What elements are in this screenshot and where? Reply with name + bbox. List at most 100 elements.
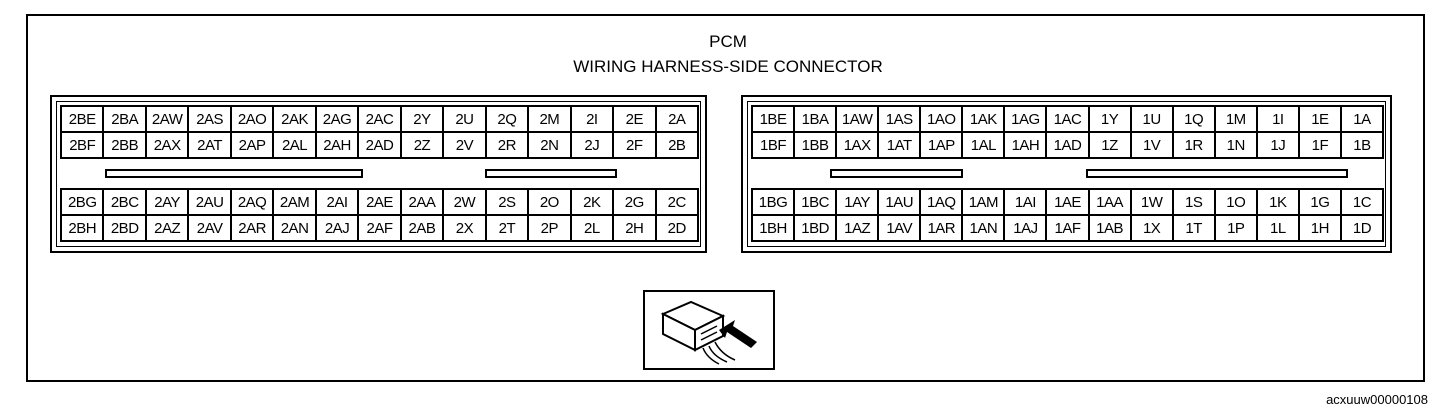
pin-cell: 1AC: [1047, 107, 1090, 133]
pin-cell: 1BF: [753, 133, 796, 159]
pin-cell: 1AF: [1047, 216, 1090, 242]
pin-cell: 1BD: [795, 216, 838, 242]
pin-cell: 2K: [571, 190, 615, 216]
diagram-subtitle: WIRING HARNESS-SIDE CONNECTOR: [573, 57, 883, 76]
connector-2-inner: [56, 101, 701, 247]
pin-cell: 2S: [486, 190, 530, 216]
pin-cell: 2AE: [359, 190, 402, 216]
pin-cell: 1P: [1215, 216, 1258, 242]
pin-cell: 1Y: [1089, 107, 1132, 133]
pin-cell: 2H: [614, 216, 657, 242]
pin-cell: 1AN: [963, 216, 1006, 242]
pin-cell: 2R: [486, 133, 530, 159]
pin-cell: 1AD: [1047, 133, 1090, 159]
pin-cell: 2AA: [401, 190, 445, 216]
pin-cell: 1AG: [1005, 107, 1048, 133]
pin-cell: 1AQ: [921, 190, 964, 216]
pin-cell: 1X: [1131, 216, 1174, 242]
pin-cell: 2AK: [274, 107, 317, 133]
pin-cell: 2AS: [189, 107, 232, 133]
pin-cell: 1AA: [1089, 190, 1132, 216]
pin-cell: 2BA: [104, 107, 147, 133]
pin-cell: 2Q: [486, 107, 530, 133]
pin-cell: 1BB: [795, 133, 838, 159]
pin-cell: 1AT: [879, 133, 922, 159]
pin-cell: 2AI: [316, 190, 360, 216]
pin-cell: 1V: [1131, 133, 1174, 159]
pin-cell: 1AK: [963, 107, 1006, 133]
pin-cell: 2AG: [316, 107, 360, 133]
pin-cell: 1BH: [753, 216, 796, 242]
pin-cell: 2AC: [359, 107, 402, 133]
pin-cell: 1N: [1215, 133, 1258, 159]
pin-cell: 2P: [529, 216, 572, 242]
pin-cell: 1F: [1299, 133, 1342, 159]
pin-cell: 2X: [444, 216, 487, 242]
pin-cell: 2AZ: [146, 216, 190, 242]
pin-cell: 2M: [529, 107, 572, 133]
pin-cell: 1T: [1173, 216, 1216, 242]
pin-cell: 2F: [614, 133, 657, 159]
pin-cell: 1Q: [1173, 107, 1216, 133]
pin-cell: 2AP: [231, 133, 275, 159]
pin-cell: 2J: [571, 133, 615, 159]
pin-cell: 1S: [1173, 190, 1216, 216]
pin-cell: 1R: [1173, 133, 1216, 159]
pin-cell: 1AU: [879, 190, 922, 216]
pin-cell: 1AO: [921, 107, 964, 133]
pin-cell: 1J: [1257, 133, 1300, 159]
pin-cell: 1AB: [1089, 216, 1132, 242]
pin-cell: 1BE: [753, 107, 796, 133]
connector-probe-icon: [643, 290, 775, 370]
pin-cell: 1AL: [963, 133, 1006, 159]
pin-cell: 2E: [614, 107, 657, 133]
connector-1-inner: [747, 101, 1386, 247]
pin-cell: 2AJ: [316, 216, 360, 242]
pin-cell: 1AE: [1047, 190, 1090, 216]
pin-cell: 1AJ: [1005, 216, 1048, 242]
connector-2-key-left: [105, 169, 363, 178]
pin-cell: 1A: [1341, 107, 1384, 133]
pin-cell: 2AV: [189, 216, 232, 242]
pin-cell: 2BD: [104, 216, 147, 242]
pin-cell: 2AN: [274, 216, 317, 242]
pin-cell: 2AU: [189, 190, 232, 216]
pin-cell: 1AW: [837, 107, 880, 133]
pin-cell: 2BE: [62, 107, 105, 133]
pin-cell: 2AR: [231, 216, 275, 242]
pin-cell: 2BB: [104, 133, 147, 159]
reference-code: acxuuw00000108: [1326, 392, 1428, 407]
pin-cell: 2Z: [401, 133, 445, 159]
connector-2-key-right: [485, 169, 617, 178]
pin-cell: 1AZ: [837, 216, 880, 242]
pin-cell: 1I: [1257, 107, 1300, 133]
pin-cell: 2W: [444, 190, 487, 216]
pin-cell: 2AF: [359, 216, 402, 242]
pin-cell: 1H: [1299, 216, 1342, 242]
diagram-frame: [26, 14, 1425, 382]
pin-cell: 2L: [571, 216, 615, 242]
pin-cell: 2AT: [189, 133, 232, 159]
pin-cell: 1K: [1257, 190, 1300, 216]
pin-cell: 2AQ: [231, 190, 275, 216]
pin-cell: 1AI: [1005, 190, 1048, 216]
pin-cell: 2AL: [274, 133, 317, 159]
pin-cell: 2BC: [104, 190, 147, 216]
pin-cell: 1B: [1341, 133, 1384, 159]
pin-cell: 1BC: [795, 190, 838, 216]
pin-cell: 1M: [1215, 107, 1258, 133]
connector-1-key-left: [830, 169, 963, 178]
pin-cell: 2AB: [401, 216, 445, 242]
pin-cell: 2I: [571, 107, 615, 133]
pin-cell: 2BG: [62, 190, 105, 216]
pin-cell: 2AD: [359, 133, 402, 159]
pin-cell: 1BA: [795, 107, 838, 133]
pin-cell: 2AH: [316, 133, 360, 159]
pin-cell: 1AV: [879, 216, 922, 242]
pin-cell: 2N: [529, 133, 572, 159]
pin-cell: 2V: [444, 133, 487, 159]
pin-cell: 2B: [656, 133, 699, 159]
